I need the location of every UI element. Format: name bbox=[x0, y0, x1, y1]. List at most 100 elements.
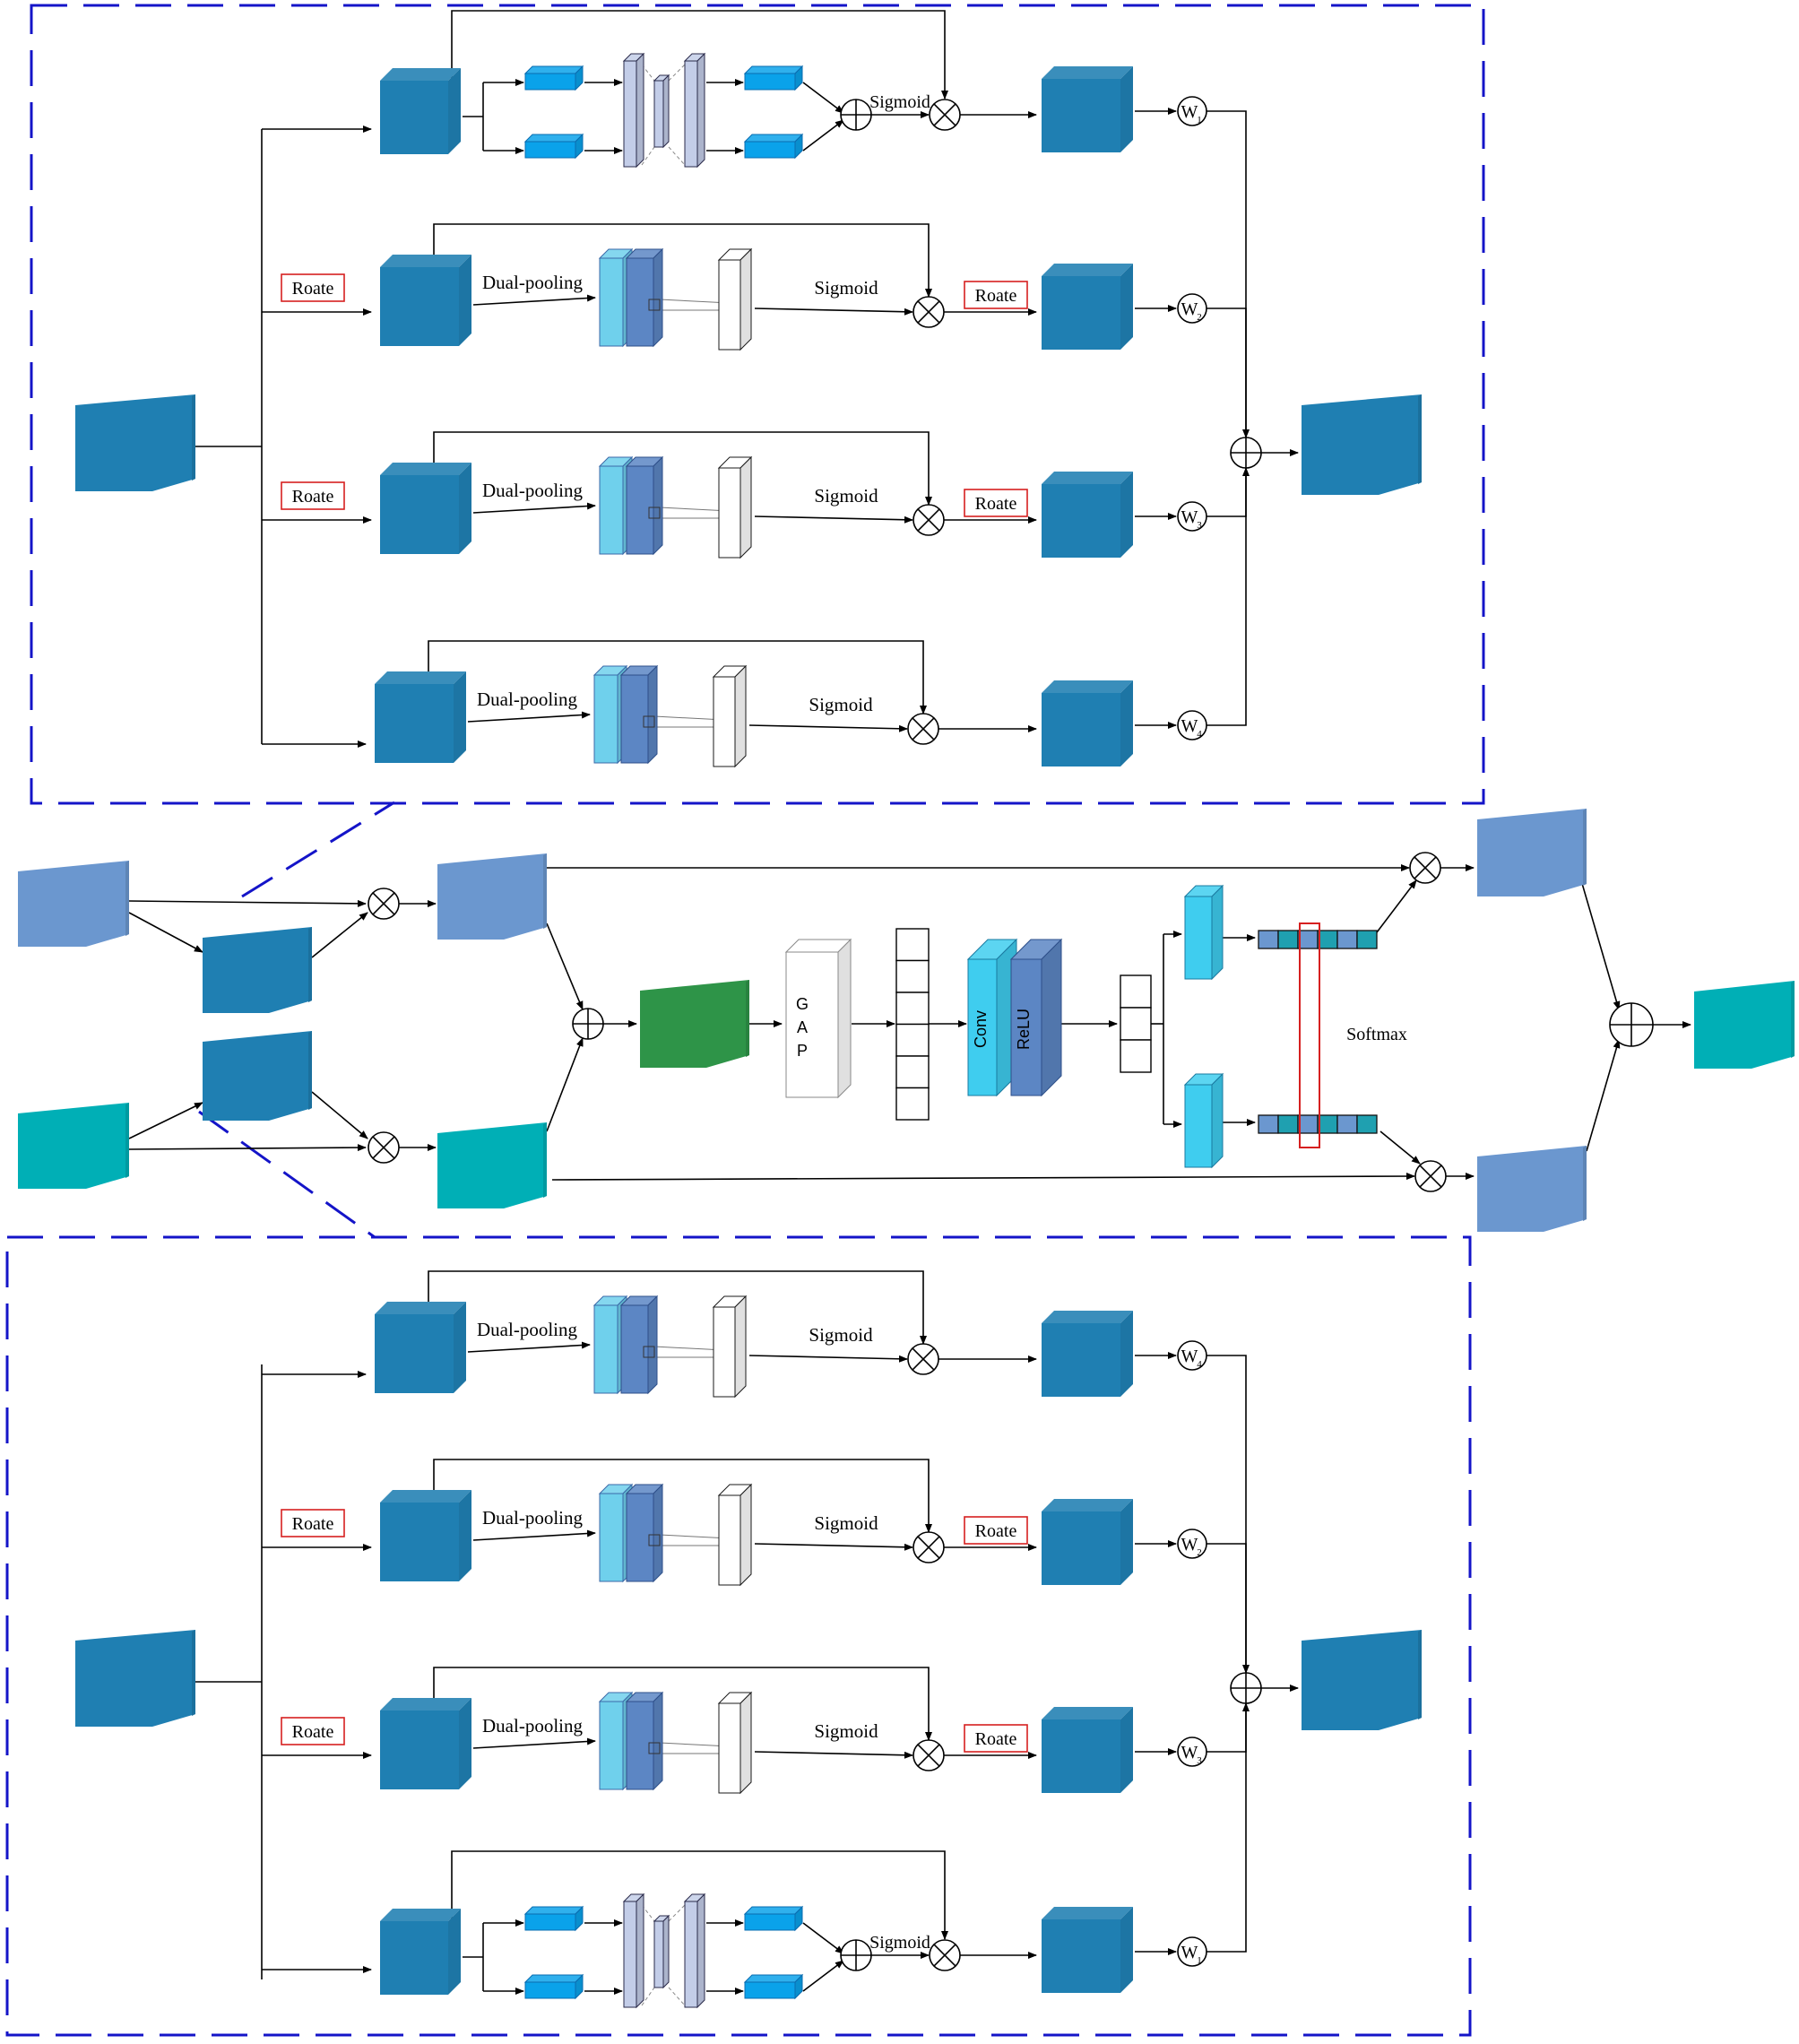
fusion-softmax-label: Softmax bbox=[1346, 1025, 1407, 1044]
top-module-branch-3-skip bbox=[433, 431, 932, 506]
top-module-w2-to-sum bbox=[1207, 307, 1247, 437]
bottom-dashed-frame bbox=[5, 1235, 1472, 2037]
dual-pool-slab-dark bbox=[625, 1691, 664, 1791]
top-module-branch-3-output-cube bbox=[1042, 472, 1133, 558]
bottom-module-branch-3-w-node bbox=[1177, 1737, 1207, 1767]
fusion-mul-out-b bbox=[1414, 1160, 1447, 1192]
bottom-module-branch-2-conv-to-mul bbox=[754, 1543, 913, 1551]
fusion-module-b bbox=[203, 1031, 312, 1121]
top-module-w1-to-sum bbox=[1207, 110, 1250, 438]
bottom-module-branch-2-sigmoid-label: Sigmoid bbox=[814, 1512, 878, 1534]
fusion-input-a bbox=[18, 861, 129, 947]
top-module-branch-3-roate-in-label: Roate bbox=[292, 487, 334, 507]
w-subscript: 3 bbox=[1197, 520, 1202, 531]
fusion-mul-a bbox=[368, 888, 400, 920]
zoom-line-top bbox=[241, 801, 395, 898]
top-module-sum-node bbox=[1230, 437, 1262, 469]
bottom-module-branch-4-output-cube bbox=[1042, 1907, 1133, 1993]
bottom-module-sum-node bbox=[1230, 1672, 1262, 1704]
bottom-module-branch-3-roate-in bbox=[281, 1717, 345, 1745]
w-subscript: 1 bbox=[1197, 115, 1202, 126]
bottom-module-branch-1-sigmoid-label: Sigmoid bbox=[809, 1324, 873, 1346]
top-module-branch-4-input-cube bbox=[375, 671, 466, 763]
top-module-branch-2-output-cube bbox=[1042, 264, 1133, 350]
bottom-module-branch-3-output-cube bbox=[1042, 1707, 1133, 1793]
fusion-input-b bbox=[18, 1103, 129, 1189]
top-module-branch-1-input-cube bbox=[380, 68, 461, 154]
fusion-softmax-highlight bbox=[1299, 922, 1320, 1148]
bottom-module-branch-3-conv-to-mul bbox=[754, 1751, 913, 1759]
bottom-module-branch-3-mul-node bbox=[912, 1739, 945, 1771]
bottom-module-branch-4-out-bar-2 bbox=[743, 1973, 804, 2000]
fusion-b-skip bbox=[551, 1173, 1415, 1181]
fusion-gap-vector bbox=[895, 928, 930, 1121]
top-module-branch-4-sigmoid-label: Sigmoid bbox=[809, 694, 873, 715]
conv-output-slab bbox=[712, 664, 748, 768]
bottom-module-output-tensor bbox=[1302, 1630, 1422, 1730]
top-module-branch-1-bar3-to-add bbox=[802, 82, 844, 114]
bottom-module-branch-2-input-cube bbox=[380, 1490, 471, 1581]
top-module-branch-4-mul-node bbox=[907, 713, 939, 745]
bottom-module-branch-4-sigmoid-label: Sigmoid bbox=[869, 1933, 930, 1953]
bottom-module-branch-1-conv-to-mul bbox=[748, 1355, 908, 1363]
top-module-branch-3-roate-out-label: Roate bbox=[975, 494, 1017, 514]
conv-output-slab bbox=[717, 1483, 753, 1587]
top-module-branch-2-roate-out-label: Roate bbox=[975, 286, 1017, 306]
fusion-rec-a-to-sum bbox=[1580, 879, 1621, 1010]
bottom-module-branch-2-roate-out bbox=[964, 1516, 1028, 1545]
top-module-branch-3-input-cube bbox=[380, 463, 471, 554]
bottom-module-branch-1-mul-node bbox=[907, 1343, 939, 1375]
top-module-branch-3-w-node bbox=[1177, 501, 1207, 532]
bottom-module-branch-4-pool-bar-2 bbox=[523, 1973, 584, 2000]
fusion-a-to-module bbox=[128, 912, 203, 953]
top-module-branch-1-mlp-bar-1 bbox=[622, 52, 645, 169]
top-module-branch-1-mlp-bar-3 bbox=[683, 52, 706, 169]
bottom-module-branch-1-output-cube bbox=[1042, 1311, 1133, 1397]
top-module-branch-2-roate-in bbox=[281, 273, 345, 302]
top-module-branch-4-w-node bbox=[1177, 710, 1207, 741]
top-dashed-frame bbox=[30, 4, 1485, 805]
fusion-compact-vector bbox=[1120, 974, 1152, 1073]
fusion-rec-b-to-sum bbox=[1586, 1039, 1621, 1152]
bottom-module-branch-3-roate-out-label: Roate bbox=[975, 1729, 1017, 1749]
top-module-branch-3-roate-in bbox=[281, 481, 345, 510]
dual-pool-slab-dark bbox=[625, 1483, 664, 1583]
top-module-branch-4-output-cube bbox=[1042, 680, 1133, 766]
fusion-gap-a: A bbox=[797, 1018, 808, 1036]
top-module-branch-4-skip bbox=[428, 640, 927, 715]
dual-pool-slab-dark bbox=[619, 1295, 659, 1395]
top-module-branch-1-out-bar-2 bbox=[743, 133, 804, 160]
top-module-branch-2-to-pool bbox=[472, 294, 596, 306]
top-module-branch-4-to-pool bbox=[467, 711, 591, 723]
bottom-module-branch-4-mlp-bar-1 bbox=[622, 1892, 645, 2009]
w-subscript: 2 bbox=[1197, 312, 1202, 323]
top-module-branch-1-out-bar-1 bbox=[743, 65, 804, 91]
fusion-fc-a bbox=[1183, 884, 1224, 981]
top-module-branch-3-sigmoid-label: Sigmoid bbox=[814, 485, 878, 507]
bottom-module-branch-4-out-bar-1 bbox=[743, 1905, 804, 1932]
dual-pool-slab-dark bbox=[625, 247, 664, 348]
bottom-module-branch-4-bar4-to-add bbox=[802, 1960, 844, 1992]
bottom-module-branch-2-roate-in bbox=[281, 1509, 345, 1537]
w-letter: W bbox=[1181, 1347, 1198, 1366]
top-module-branch-3-roate-out bbox=[964, 489, 1028, 517]
top-module-branch-3-mul-node bbox=[912, 504, 945, 536]
fusion-attended-a bbox=[437, 853, 547, 940]
fusion-final-sum bbox=[1609, 1002, 1654, 1047]
top-module-branch-4-dual-pooling-label: Dual-pooling bbox=[477, 689, 577, 710]
top-module-w3-to-sum bbox=[1207, 468, 1247, 517]
bottom-module-w4-to-sum bbox=[1207, 1702, 1250, 1953]
fusion-gap-g: G bbox=[796, 995, 809, 1013]
zoom-line-bottom bbox=[198, 1110, 376, 1239]
fusion-gap-p: P bbox=[797, 1042, 808, 1060]
fusion-weights-b-to-mul bbox=[1380, 1130, 1421, 1165]
top-module-branch-2-roate-in-label: Roate bbox=[292, 279, 334, 299]
bottom-module-branch-4-w-node bbox=[1177, 1936, 1207, 1967]
fusion-recalibrated-a bbox=[1477, 809, 1587, 896]
bottom-module-branch-4-add-node bbox=[840, 1939, 872, 1971]
fusion-module-a bbox=[203, 927, 312, 1013]
fusion-add-node bbox=[572, 1008, 604, 1040]
top-module-branch-4-conv-to-mul bbox=[748, 724, 908, 732]
fusion-relu-label: ReLU bbox=[1015, 1009, 1033, 1050]
